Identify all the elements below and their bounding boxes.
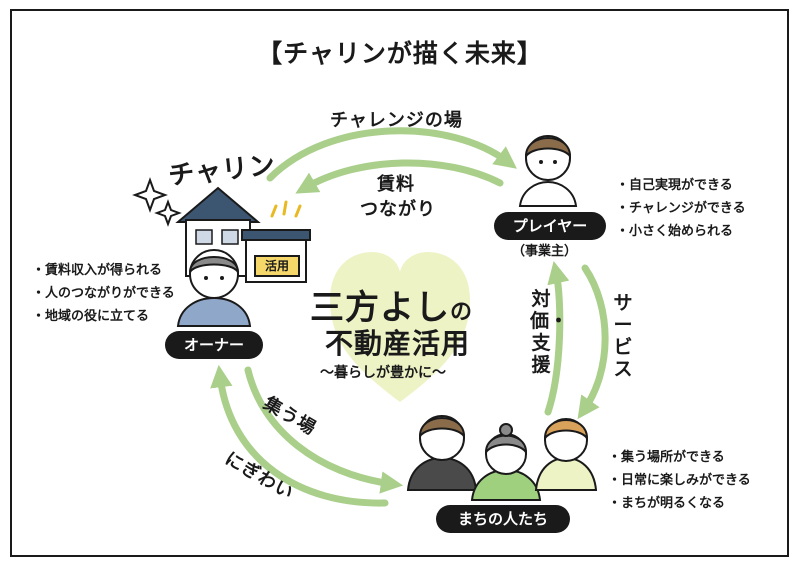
list-item: ・地域の役に立てる (32, 309, 150, 324)
vertical-text: 対価・支援 (530, 288, 569, 376)
player-benefits-list: ・自己実現ができる ・チャレンジができる ・小さく始められる (616, 174, 746, 243)
list-item: ・日常に楽しみができる (608, 473, 751, 488)
flow-label-service: サービス (612, 292, 634, 380)
arrow-player-to-owner (295, 159, 504, 194)
arrow-owner-to-community (244, 366, 404, 494)
center-heading-main: 三方よし (310, 288, 450, 328)
arrow-owner-to-player (266, 127, 517, 182)
heart-shape (330, 252, 470, 402)
diagram-frame (10, 9, 789, 557)
sparkle-icon (132, 177, 168, 213)
center-subheading: 不動産活用 (325, 327, 471, 360)
arrow-player-to-community (577, 264, 609, 420)
flow-label-payment-support: 対価・支援 (530, 288, 569, 376)
list-item: ・集う場所ができる (608, 450, 725, 465)
community-people-icon (406, 415, 598, 501)
owner-person-icon (176, 249, 252, 327)
community-label: まちの人たち (436, 505, 570, 533)
arrow-community-to-player (544, 261, 570, 416)
arrow-community-to-owner (210, 364, 389, 507)
player-person-icon (518, 135, 578, 207)
player-label: プレイヤー (494, 212, 606, 240)
owner-benefits-list: ・賃料収入が得られる ・人のつながりができる ・地域の役に立てる (32, 259, 175, 328)
center-heading: 三方よしの (310, 280, 473, 329)
sparkle-icon (154, 199, 182, 227)
player-sublabel: （事業主） (512, 244, 578, 259)
center-heading-particle: の (450, 300, 474, 325)
list-item: ・自己実現ができる (616, 178, 733, 193)
list-item: ・人のつながりができる (32, 286, 175, 301)
list-item: ・まちが明るくなる (608, 496, 726, 511)
list-item: ・賃料収入が得られる (32, 263, 163, 278)
vertical-text: サービス (613, 292, 633, 380)
center-tagline: ～暮らしが豊かに～ (320, 365, 446, 381)
flow-label-connection: つながり (360, 199, 436, 220)
owner-label: オーナー (165, 331, 263, 359)
list-item: ・チャレンジができる (616, 201, 746, 216)
list-item: ・小さく始められる (616, 224, 734, 239)
page-title: 【チャリンが描く未来】 (257, 39, 543, 68)
house-sign: 活用 (254, 255, 300, 277)
flow-label-rent: 賃料 (377, 174, 415, 195)
flow-label-challenge-place: チャレンジの場 (330, 110, 463, 131)
community-benefits-list: ・集う場所ができる ・日常に楽しみができる ・まちが明るくなる (608, 446, 751, 515)
